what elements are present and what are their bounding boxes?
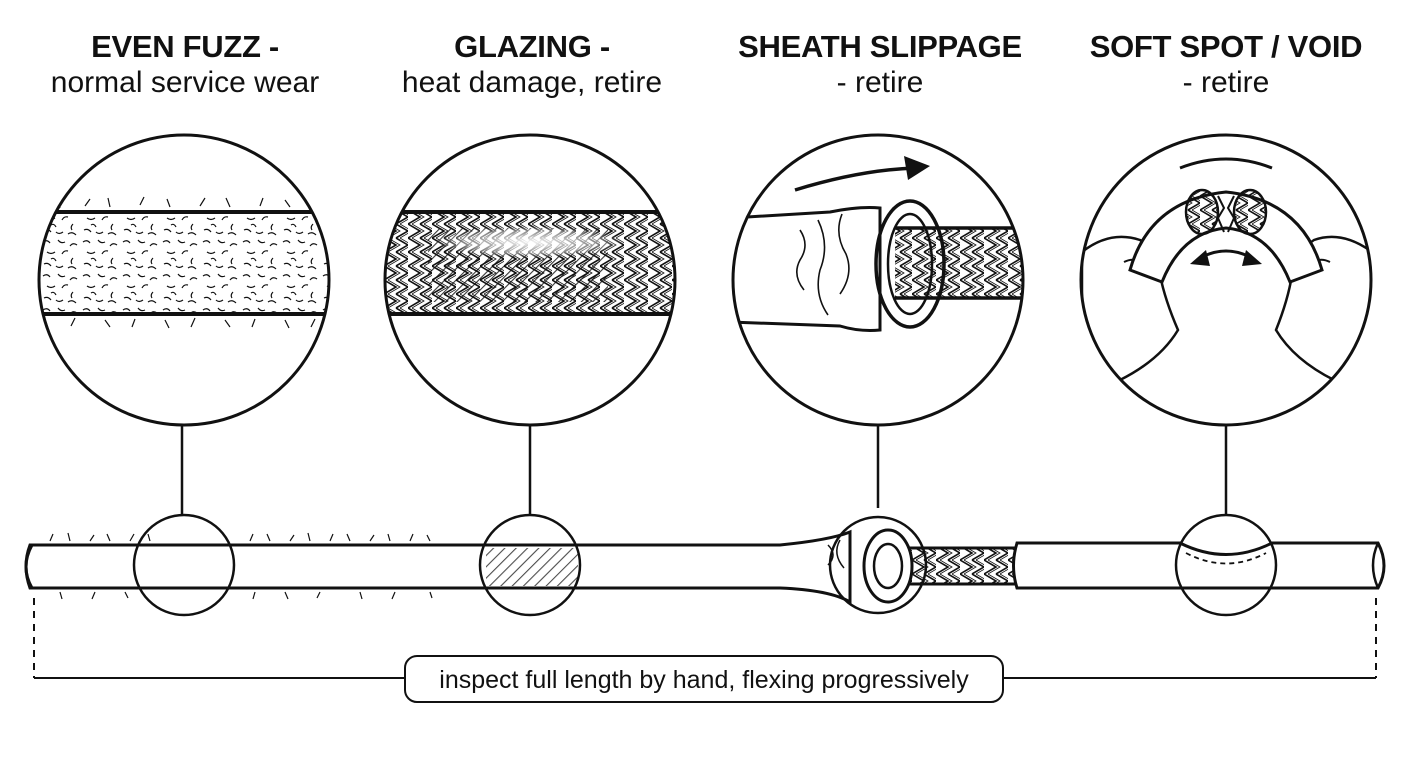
rope-overview	[24, 528, 1386, 605]
hands-icon	[1081, 235, 1371, 382]
flex-arrows-icon	[1190, 249, 1262, 266]
rope-marker-glazing	[478, 513, 582, 617]
title-even-fuzz: EVEN FUZZ -	[91, 29, 279, 64]
slippage-arrow-icon	[794, 156, 930, 192]
title-soft-spot: SOFT SPOT / VOID	[1089, 29, 1363, 64]
length-bracket: inspect full length by hand, flexing pro…	[33, 598, 1377, 703]
subtitle-even-fuzz: normal service wear	[50, 66, 320, 100]
panel-title-even-fuzz: EVEN FUZZ - normal service wear	[15, 29, 355, 100]
panel-title-sheath-slippage: SHEATH SLIPPAGE - retire	[710, 29, 1050, 100]
magnifier-sheath-slippage	[731, 133, 1025, 427]
magnifier-glazing	[383, 133, 677, 427]
panel-title-soft-spot: SOFT SPOT / VOID - retire	[1056, 29, 1396, 100]
footer-label: inspect full length by hand, flexing pro…	[439, 666, 969, 694]
subtitle-sheath-slippage: - retire	[836, 66, 924, 100]
rope-marker-even-fuzz	[132, 513, 236, 617]
subtitle-soft-spot: - retire	[1182, 66, 1270, 100]
panel-title-glazing: GLAZING - heat damage, retire	[362, 29, 702, 100]
subtitle-glazing: heat damage, retire	[401, 66, 663, 100]
title-glazing: GLAZING -	[454, 29, 610, 64]
rope-marker-soft-spot	[1174, 513, 1278, 617]
title-sheath-slippage: SHEATH SLIPPAGE	[738, 29, 1022, 64]
magnifier-soft-spot	[1079, 133, 1373, 427]
magnifier-even-fuzz	[37, 133, 331, 427]
rope-marker-sheath-slippage	[828, 515, 928, 615]
